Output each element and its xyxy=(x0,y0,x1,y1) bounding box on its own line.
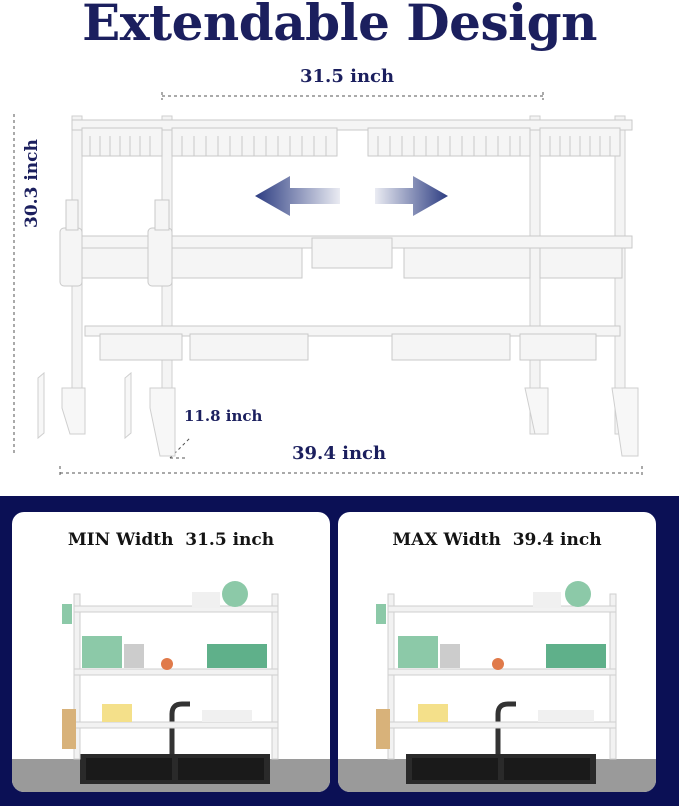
arrow-right-icon xyxy=(375,176,448,216)
card-max-width: MAX Width 39.4 inch xyxy=(338,512,656,792)
dimension-depth: 11.8 inch xyxy=(184,407,263,425)
card-min-width-label: MIN Width 31.5 inch xyxy=(67,530,275,550)
page-title: Extendable Design xyxy=(82,0,597,52)
dimension-bottom-width: 39.4 inch xyxy=(292,443,387,464)
rack-illustration xyxy=(13,92,643,478)
card-max-width-label: MAX Width 39.4 inch xyxy=(392,530,602,550)
dimension-top-width: 31.5 inch xyxy=(300,66,395,87)
kitchen-scene-max xyxy=(338,581,656,792)
card-min-width: MIN Width 31.5 inch xyxy=(12,512,330,792)
bottom-panel: MIN Width 31.5 inch xyxy=(0,496,679,806)
kitchen-scene-min xyxy=(12,581,330,792)
arrow-left-icon xyxy=(255,176,340,216)
